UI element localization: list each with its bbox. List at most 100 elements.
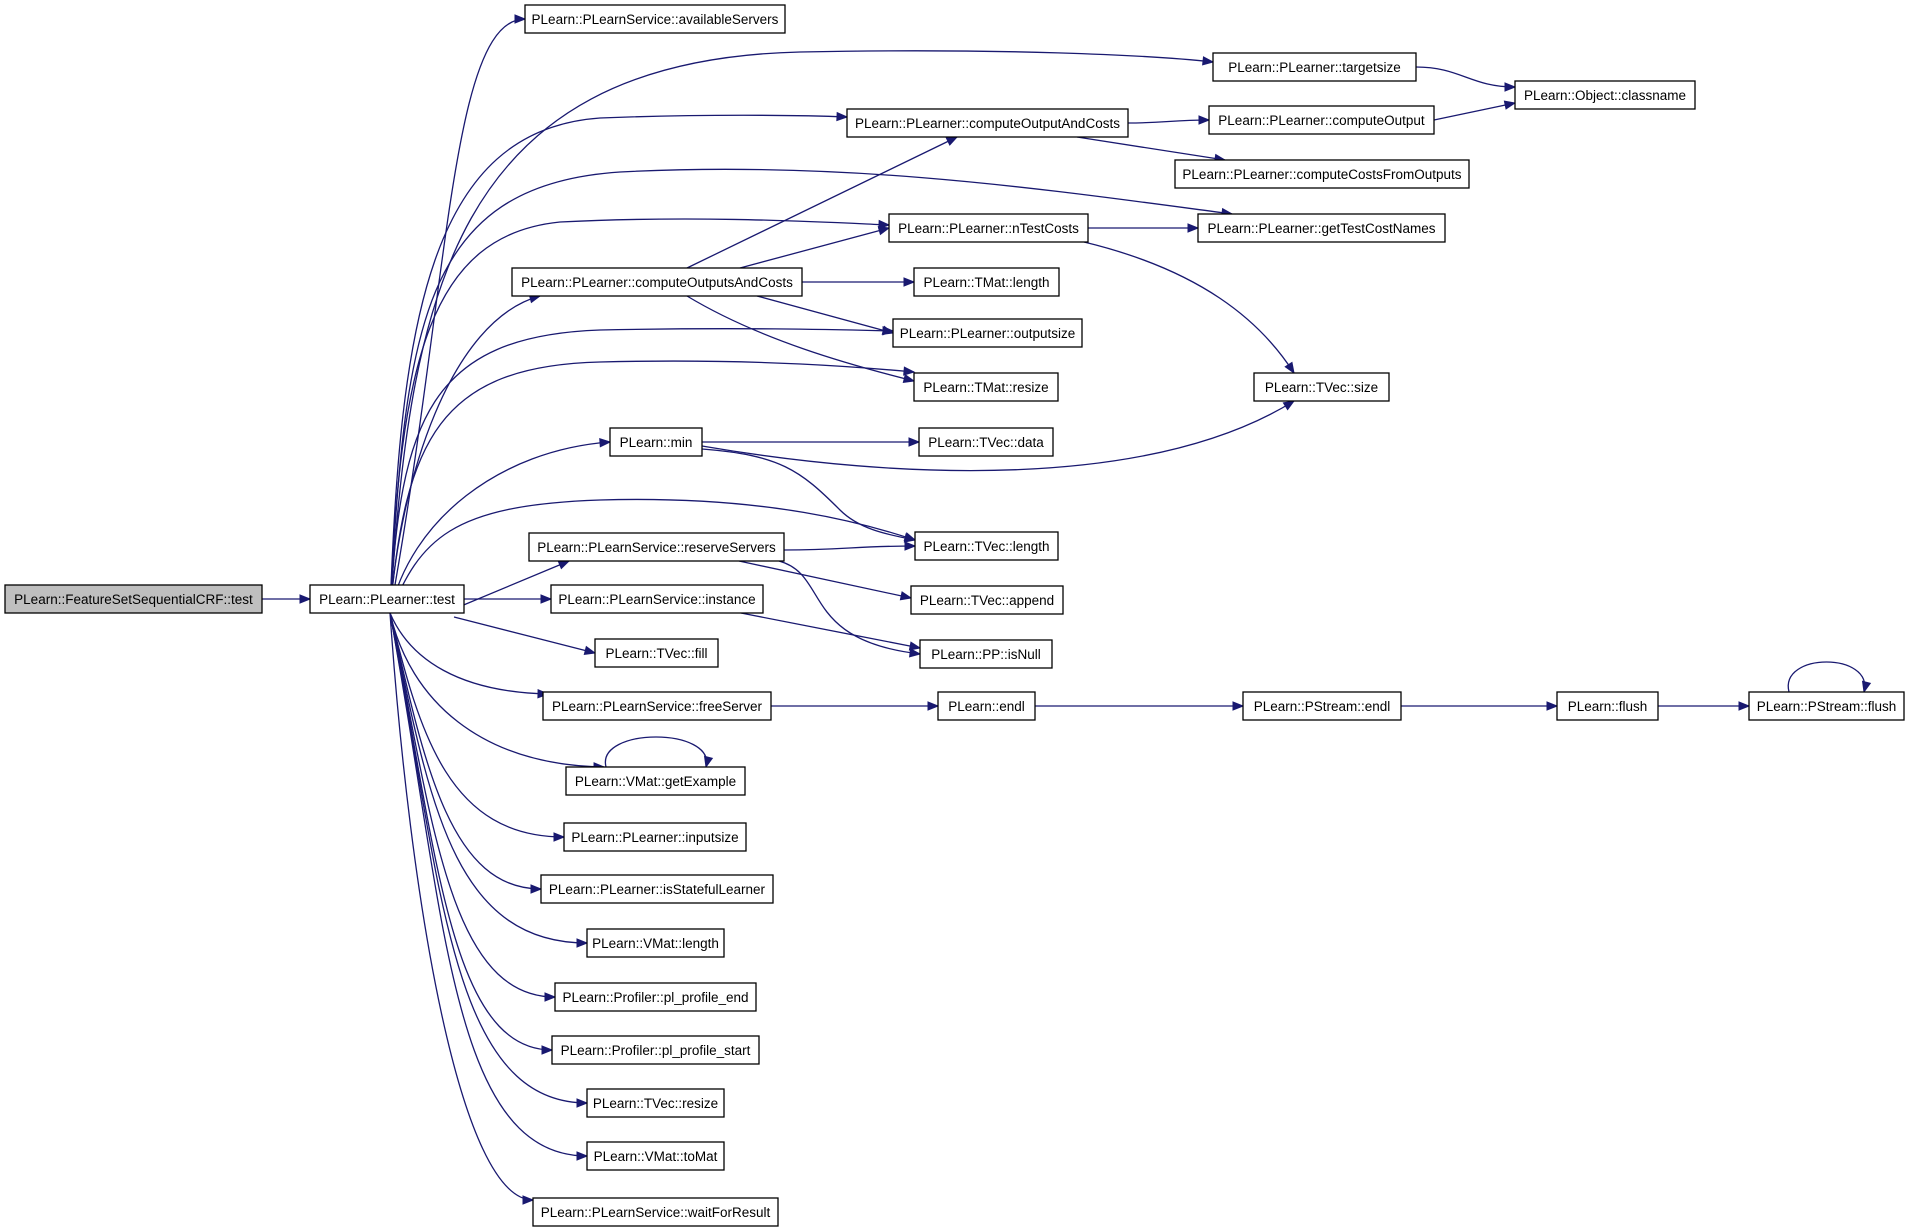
node-inputsize[interactable]: PLearn::PLearner::inputsize — [563, 822, 747, 852]
node-label: PLearn::TVec::size — [1265, 380, 1378, 395]
node-computeOutput[interactable]: PLearn::PLearner::computeOutput — [1208, 105, 1435, 135]
node-tvecData[interactable]: PLearn::TVec::data — [918, 427, 1054, 457]
arrowhead — [878, 219, 891, 230]
node-reserveServers[interactable]: PLearn::PLearnService::reserveServers — [528, 532, 785, 562]
edge-min-to-tvecLength — [701, 448, 917, 543]
node-flush[interactable]: PLearn::flush — [1556, 691, 1659, 721]
edge-instance-to-isNull — [740, 612, 922, 651]
node-endl[interactable]: PLearn::endl — [937, 691, 1036, 721]
node-label: PLearn::TMat::resize — [923, 380, 1048, 395]
node-label: PLearn::TVec::fill — [605, 646, 707, 661]
node-box — [1197, 213, 1446, 243]
edge-line — [1127, 119, 1210, 124]
node-box — [542, 691, 772, 721]
edge-line — [389, 612, 556, 998]
node-box — [1514, 80, 1696, 110]
node-toMat[interactable]: PLearn::VMat::toMat — [586, 1141, 725, 1171]
arrowhead — [908, 641, 922, 651]
node-instance[interactable]: PLearn::PLearnService::instance — [550, 584, 764, 614]
node-plProfileStart[interactable]: PLearn::Profiler::pl_profile_start — [551, 1035, 760, 1065]
arrowhead — [1546, 701, 1559, 711]
edge-min-to-tvecSize — [701, 400, 1296, 472]
edge-line — [701, 400, 1295, 472]
node-tvecLength[interactable]: PLearn::TVec::length — [914, 531, 1059, 561]
edge-line — [389, 612, 588, 944]
node-waitForResult[interactable]: PLearn::PLearnService::waitForResult — [532, 1197, 779, 1227]
node-box — [1253, 372, 1390, 402]
edge-computeOutputAndCosts-to-computeOutput — [1127, 115, 1211, 125]
node-isStatefulLearner[interactable]: PLearn::PLearner::isStatefulLearner — [540, 874, 774, 904]
node-min[interactable]: PLearn::min — [609, 427, 703, 457]
node-label: PLearn::TVec::length — [923, 539, 1049, 554]
edge-test-to-availableServers — [389, 14, 527, 614]
node-pstreamFlush[interactable]: PLearn::PStream::flush — [1748, 691, 1905, 721]
edge-computeOutputsAndCosts-to-nTestCosts — [739, 226, 891, 269]
node-getExample[interactable]: PLearn::VMat::getExample — [565, 766, 746, 796]
edge-test-to-tmatResize — [389, 360, 916, 614]
edge-line — [389, 328, 894, 614]
node-computeOutputAndCosts[interactable]: PLearn::PLearner::computeOutputAndCosts — [846, 108, 1129, 138]
node-tmatLength[interactable]: PLearn::TMat::length — [913, 267, 1060, 297]
node-box — [892, 318, 1083, 348]
node-vmatLength[interactable]: PLearn::VMat::length — [586, 928, 725, 958]
node-root[interactable]: PLearn::FeatureSetSequentialCRF::test — [4, 584, 263, 614]
edge-targetsize-to-classname — [1415, 66, 1517, 92]
node-tvecAppend[interactable]: PLearn::TVec::append — [910, 585, 1064, 615]
arrowhead — [881, 325, 895, 335]
node-label: PLearn::TVec::data — [928, 435, 1044, 450]
node-getTestCostNames[interactable]: PLearn::PLearner::getTestCostNames — [1197, 213, 1446, 243]
node-box — [532, 1197, 779, 1227]
node-test[interactable]: PLearn::PLearner::test — [309, 584, 465, 614]
node-label: PLearn::VMat::getExample — [575, 774, 736, 789]
edge-reserveServers-to-isNull — [778, 560, 922, 658]
edge-line — [1415, 66, 1516, 88]
node-label: PLearn::PLearnService::reserveServers — [537, 540, 776, 555]
arrowhead — [1282, 400, 1296, 411]
edge-line — [389, 441, 611, 614]
node-nTestCosts[interactable]: PLearn::PLearner::nTestCosts — [888, 213, 1089, 243]
arrowhead — [540, 594, 553, 604]
node-label: PLearn::TVec::append — [920, 593, 1054, 608]
node-box — [4, 584, 263, 614]
node-tvecResize[interactable]: PLearn::TVec::resize — [586, 1088, 725, 1118]
arrowhead — [599, 438, 612, 448]
edge-test-to-plProfileEnd — [389, 612, 557, 1002]
node-tvecFill[interactable]: PLearn::TVec::fill — [594, 638, 719, 668]
node-box — [919, 639, 1053, 669]
edge-computeOutputsAndCosts-to-outputsize — [756, 295, 895, 335]
node-label: PLearn::PLearner::nTestCosts — [898, 221, 1079, 236]
edge-line — [778, 560, 921, 655]
node-tvecSize[interactable]: PLearn::TVec::size — [1253, 372, 1390, 402]
node-computeCostsFromOutputs[interactable]: PLearn::PLearner::computeCostsFromOutput… — [1174, 159, 1470, 189]
node-outputsize[interactable]: PLearn::PLearner::outputsize — [892, 318, 1083, 348]
arrowhead — [908, 437, 921, 447]
node-box — [888, 213, 1089, 243]
node-box — [511, 267, 803, 297]
arrowhead — [1504, 82, 1517, 92]
edge-nTestCosts-to-getTestCostNames — [1088, 223, 1200, 233]
edge-line — [701, 448, 916, 541]
node-freeServer[interactable]: PLearn::PLearnService::freeServer — [542, 691, 772, 721]
edge-test-to-getTestCostNames — [389, 168, 1234, 614]
node-label: PLearn::TMat::length — [923, 275, 1049, 290]
arrowhead — [576, 1098, 589, 1108]
node-tmatResize[interactable]: PLearn::TMat::resize — [913, 372, 1059, 402]
node-pstreamEndl[interactable]: PLearn::PStream::endl — [1242, 691, 1402, 721]
edge-min-to-tvecData — [702, 437, 921, 447]
arrowhead — [522, 1195, 535, 1205]
arrowhead — [1187, 223, 1200, 233]
arrowhead — [836, 111, 849, 122]
node-isNull[interactable]: PLearn::PP::isNull — [919, 639, 1053, 669]
node-plProfileEnd[interactable]: PLearn::Profiler::pl_profile_end — [554, 982, 757, 1012]
node-box — [914, 531, 1059, 561]
node-targetsize[interactable]: PLearn::PLearner::targetsize — [1212, 52, 1417, 82]
node-availableServers[interactable]: PLearn::PLearnService::availableServers — [524, 4, 786, 34]
node-label: PLearn::PLearner::targetsize — [1228, 60, 1401, 75]
node-computeOutputsAndCosts[interactable]: PLearn::PLearner::computeOutputsAndCosts — [511, 267, 803, 297]
node-classname[interactable]: PLearn::Object::classname — [1514, 80, 1696, 110]
node-label: PLearn::PLearner::getTestCostNames — [1207, 221, 1435, 236]
node-box — [594, 638, 719, 668]
node-box — [524, 4, 786, 34]
